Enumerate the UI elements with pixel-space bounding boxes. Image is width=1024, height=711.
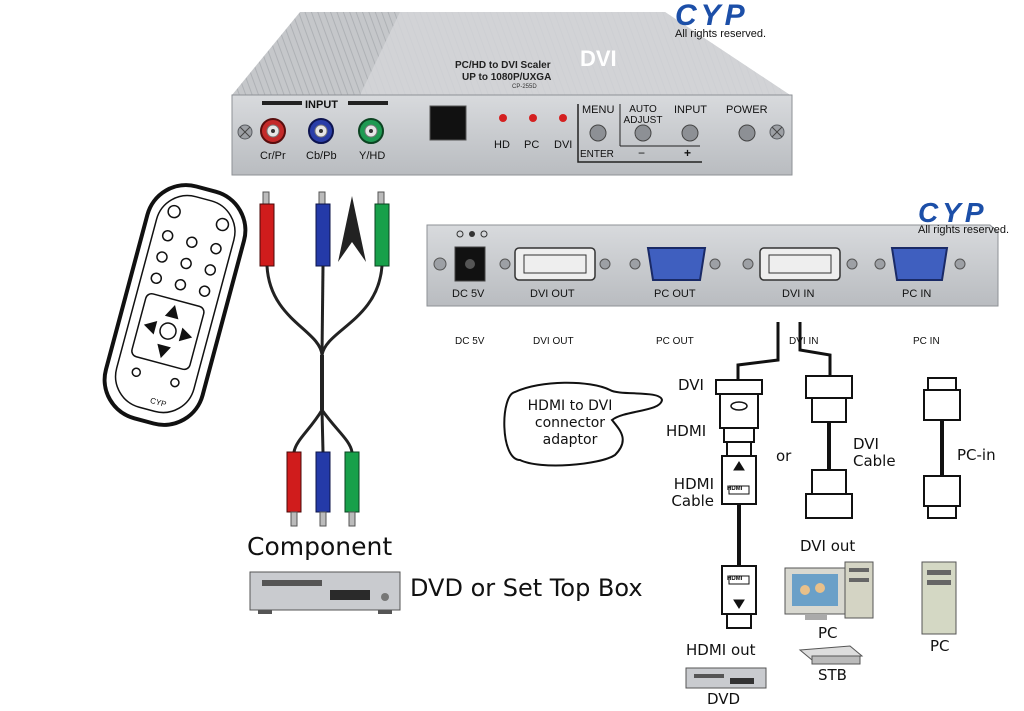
- menu-enter-button[interactable]: [589, 124, 607, 142]
- input-button-label: INPUT: [674, 104, 707, 116]
- rear-port-pc-in: PC IN: [902, 288, 932, 300]
- led-hd-icon: [499, 114, 507, 122]
- label-dvd: DVD: [707, 690, 741, 708]
- label-line: DVI: [853, 435, 879, 453]
- copyright-text: All rights reserved.: [918, 224, 1010, 236]
- label-line: Cable: [853, 452, 896, 470]
- label-line: Cable: [671, 492, 714, 510]
- stb-icon: [798, 645, 864, 665]
- component-label: Component: [247, 532, 393, 561]
- label-pc-2: PC: [930, 637, 950, 655]
- pc-in-port: [874, 247, 966, 281]
- label-stb: STB: [818, 666, 847, 684]
- label-hdmi-out: HDMI out: [686, 641, 756, 659]
- dvd-player-small-icon: [685, 667, 767, 689]
- jack-label-cr-pr: Cr/Pr: [260, 150, 286, 162]
- jack-cb-pb: [308, 118, 334, 144]
- column-label-dvi-out: DVI OUT: [533, 336, 574, 347]
- rear-unit: [426, 224, 999, 307]
- column-label-dc5v: DC 5V: [455, 336, 485, 347]
- remote-control: [102, 183, 248, 427]
- model-line1: PC/HD to DVI Scaler: [455, 60, 551, 71]
- enter-label: ENTER: [580, 149, 614, 160]
- led-label-hd: HD: [494, 139, 510, 151]
- menu-label: MENU: [582, 104, 615, 116]
- column-label-pc-in: PC IN: [913, 336, 940, 347]
- rear-port-dc5v: DC 5V: [452, 288, 485, 300]
- dvi-out-port: [499, 247, 611, 281]
- polarity-icon: [456, 230, 464, 238]
- label-hdmi-cable: HDMI Cable: [662, 476, 714, 510]
- cyp-logo-rear: CYP All rights reserved.: [918, 197, 1024, 237]
- callout-text: HDMI to DVI connector adaptor: [515, 398, 625, 449]
- component-cable: [259, 191, 390, 527]
- front-unit: [231, 12, 793, 176]
- hdmi-plug-text: HDMI: [727, 486, 743, 492]
- logo-text: CYP: [675, 0, 749, 32]
- ir-window: [429, 105, 467, 141]
- rear-port-dvi-in: DVI IN: [782, 288, 815, 300]
- auto-adjust-label: AUTO ADJUST: [623, 104, 663, 126]
- led-label-dvi: DVI: [554, 139, 573, 151]
- hdmi-chain: [715, 322, 961, 629]
- dvi-in-port: [742, 247, 858, 281]
- callout-line: adaptor: [542, 432, 598, 448]
- callout-line: HDMI to DVI: [527, 398, 613, 414]
- callout-bubble: [503, 381, 664, 467]
- input-title: INPUT: [305, 99, 338, 111]
- dvi-badge: DVI: [580, 46, 617, 71]
- up-arrow-icon: [338, 196, 366, 262]
- jack-cr-pr: [260, 118, 286, 144]
- label-pc-in: PC-in: [957, 446, 996, 464]
- led-label-pc: PC: [524, 139, 540, 151]
- dvd-player-icon: [249, 571, 401, 614]
- label-dvi: DVI: [678, 376, 704, 394]
- pc-out-port: [629, 247, 721, 281]
- plus-label: +: [684, 146, 692, 160]
- jack-y-hd: [358, 118, 384, 144]
- column-label-dvi-in: DVI IN: [789, 336, 819, 347]
- minus-label: −: [638, 146, 646, 160]
- dvd-stb-label: DVD or Set Top Box: [410, 574, 643, 602]
- power-label: POWER: [726, 104, 768, 116]
- label-hdmi: HDMI: [666, 422, 707, 440]
- power-button[interactable]: [738, 124, 756, 142]
- copyright-text: All rights reserved.: [675, 28, 767, 40]
- label-or: or: [776, 447, 792, 465]
- input-plus-button[interactable]: [681, 124, 699, 142]
- label-line: HDMI: [673, 475, 714, 493]
- rear-port-dvi-out: DVI OUT: [530, 288, 575, 300]
- model-line2: UP to 1080P/UXGA: [462, 72, 552, 83]
- jack-label-y-hd: Y/HD: [359, 150, 386, 162]
- label-dvi-cable: DVI Cable: [853, 436, 896, 470]
- auto-adjust-minus-button[interactable]: [634, 124, 652, 142]
- cyp-logo-top: CYP All rights reserved.: [675, 0, 785, 41]
- led-dvi-icon: [559, 114, 567, 122]
- callout-line: connector: [534, 415, 606, 431]
- model-code: CP-255D: [512, 84, 537, 90]
- led-pc-icon: [529, 114, 537, 122]
- hdmi-plug-text: HDMI: [727, 576, 743, 582]
- rear-port-pc-out: PC OUT: [654, 288, 696, 300]
- label-dvi-out: DVI out: [800, 537, 856, 555]
- pc-tower-icon: [921, 561, 957, 635]
- jack-label-cb-pb: Cb/Pb: [306, 150, 337, 162]
- column-label-pc-out: PC OUT: [656, 336, 694, 347]
- pc-monitor-icon: [784, 561, 874, 620]
- logo-text: CYP: [918, 197, 988, 228]
- label-pc: PC: [818, 624, 838, 642]
